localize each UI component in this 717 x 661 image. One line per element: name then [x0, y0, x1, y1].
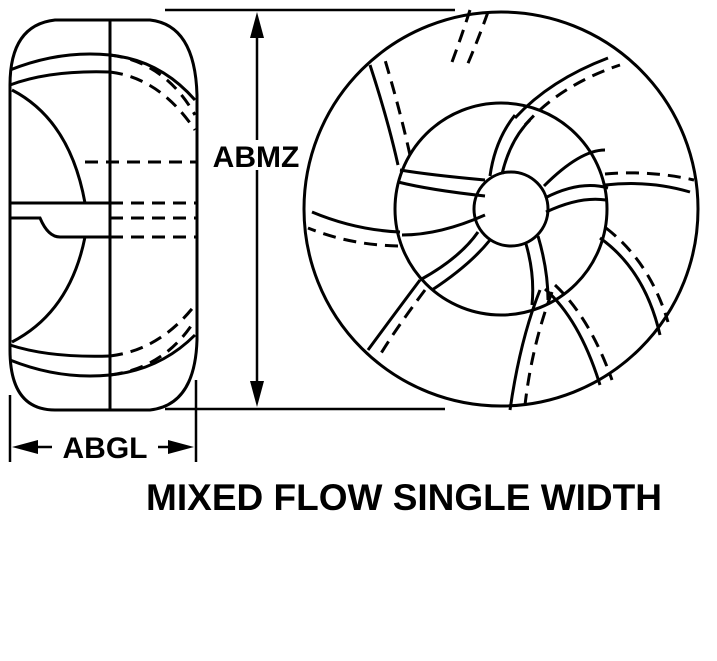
side-view-shroud-top: [9, 70, 111, 87]
side-view-outline: [8, 18, 199, 412]
height-arrow-bottom: [250, 381, 264, 407]
wheel-hub: [472, 170, 550, 248]
width-arrow-right: [168, 440, 194, 454]
height-dimension: [165, 8, 455, 411]
impeller-blades: [397, 114, 609, 306]
side-view-shroud-bottom: [9, 343, 111, 358]
wheel-inlet-ring: [393, 101, 609, 317]
side-view-hub-bottom: [10, 216, 110, 239]
diagram-caption: MIXED FLOW SINGLE WIDTH: [146, 477, 662, 518]
side-view-hidden-lines: [85, 53, 197, 377]
side-view: [8, 18, 199, 412]
width-dimension: [8, 380, 198, 462]
side-view-blade-upper: [11, 88, 87, 204]
outer-vanes: [311, 56, 691, 411]
front-view: [302, 9, 700, 411]
outer-vanes-hidden: [307, 9, 695, 406]
height-arrow-top: [250, 12, 264, 38]
side-view-back-rim: [9, 333, 197, 378]
height-dimension-label: ABMZ: [213, 141, 300, 174]
side-view-blade-lower: [11, 236, 87, 344]
width-arrow-left: [12, 440, 38, 454]
width-dimension-label: ABGL: [63, 432, 148, 465]
wheel-outer-rim: [302, 10, 700, 408]
